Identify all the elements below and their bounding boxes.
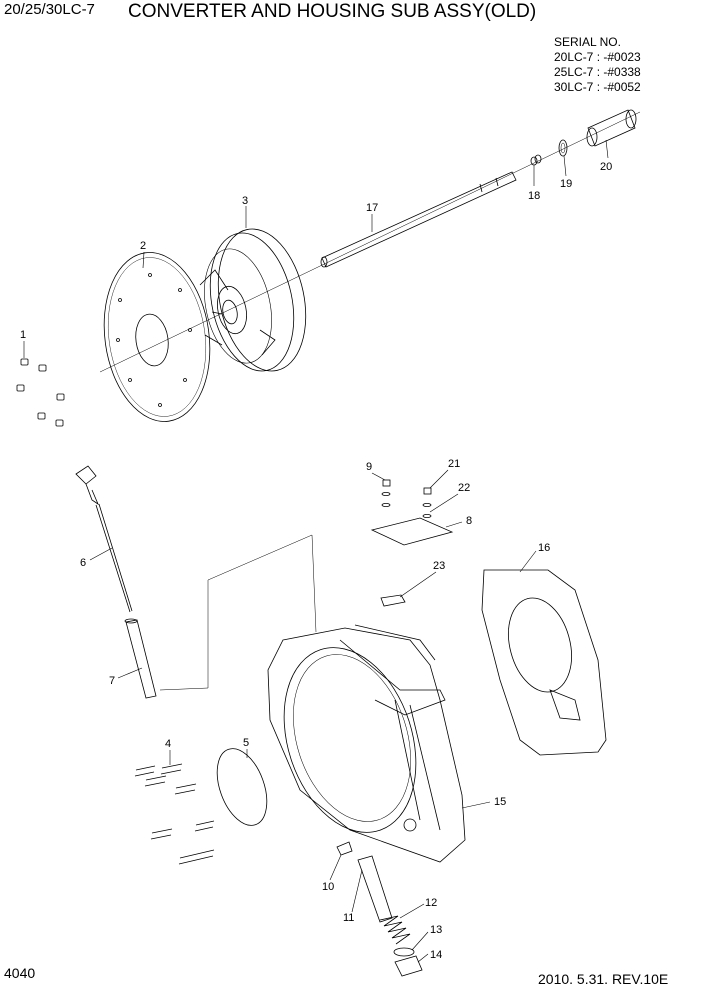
callout-15: 15 (494, 796, 506, 808)
revision-date: 2010. 5.31. REV.10E (538, 971, 669, 987)
washer-part-13 (393, 947, 415, 957)
callout-14: 14 (430, 949, 442, 961)
dipstick-part-6 (75, 465, 133, 613)
routing-line (159, 534, 317, 691)
converter-housing-part-15 (267, 624, 466, 863)
callout-21: 21 (448, 458, 460, 470)
patch-part-23 (380, 594, 406, 607)
flex-plate-part-2 (103, 252, 211, 422)
callout-23: 23 (433, 560, 445, 572)
callout-12: 12 (425, 897, 437, 909)
cap-part-14 (394, 955, 423, 977)
callout-4: 4 (165, 738, 171, 750)
serial-number-block: SERIAL NO. 20LC-7 : -#0023 25LC-7 : -#03… (554, 35, 641, 95)
callout-2: 2 (140, 240, 146, 252)
callout-17: 17 (366, 202, 378, 214)
flex-plate-bolts-part-1 (16, 358, 65, 427)
cover-plate-part-8 (370, 517, 454, 546)
cover-bolts-part-9-21-22 (381, 479, 432, 519)
callout-19: 19 (560, 178, 572, 190)
o-ring-part-5 (216, 748, 268, 826)
callout-5: 5 (243, 737, 249, 749)
callout-7: 7 (109, 675, 115, 687)
serial-heading: SERIAL NO. (554, 35, 621, 49)
page-number: 4040 (4, 965, 36, 981)
needle-bearing-part-20 (586, 109, 637, 147)
callout-22: 22 (458, 482, 470, 494)
spring-part-12 (379, 915, 411, 945)
serial-line-30lc: 30LC-7 : -#0052 (554, 80, 641, 94)
callout-13: 13 (430, 924, 442, 936)
seal-ring-part-19 (558, 139, 568, 157)
callout-10: 10 (322, 881, 334, 893)
input-shaft-part-17 (320, 171, 517, 268)
page-title: CONVERTER AND HOUSING SUB ASSY(OLD) (128, 1, 537, 22)
serial-line-25lc: 25LC-7 : -#0338 (554, 65, 641, 79)
callout-1: 1 (20, 329, 26, 341)
callout-11: 11 (343, 912, 354, 924)
leader-lines (23, 139, 609, 963)
callout-16: 16 (538, 542, 550, 554)
dipstick-tube-part-7 (124, 618, 157, 699)
callout-6: 6 (80, 557, 86, 569)
serial-line-20lc: 20LC-7 : -#0023 (554, 50, 641, 64)
shaft-part-11 (357, 855, 393, 923)
callout-18: 18 (528, 190, 540, 202)
callout-20: 20 (600, 161, 612, 173)
housing-bolts-part-4 (134, 763, 215, 865)
plug-part-10 (336, 841, 353, 856)
model-code: 20/25/30LC-7 (4, 1, 95, 18)
torque-converter-part-3 (199, 228, 307, 372)
housing-gasket-part-16 (481, 569, 607, 756)
callout-8: 8 (466, 515, 472, 527)
callout-3: 3 (242, 195, 248, 207)
callout-9: 9 (366, 461, 372, 473)
callout-labels: 1 2 3 4 5 6 7 8 9 10 11 12 13 14 15 16 1… (20, 161, 612, 961)
